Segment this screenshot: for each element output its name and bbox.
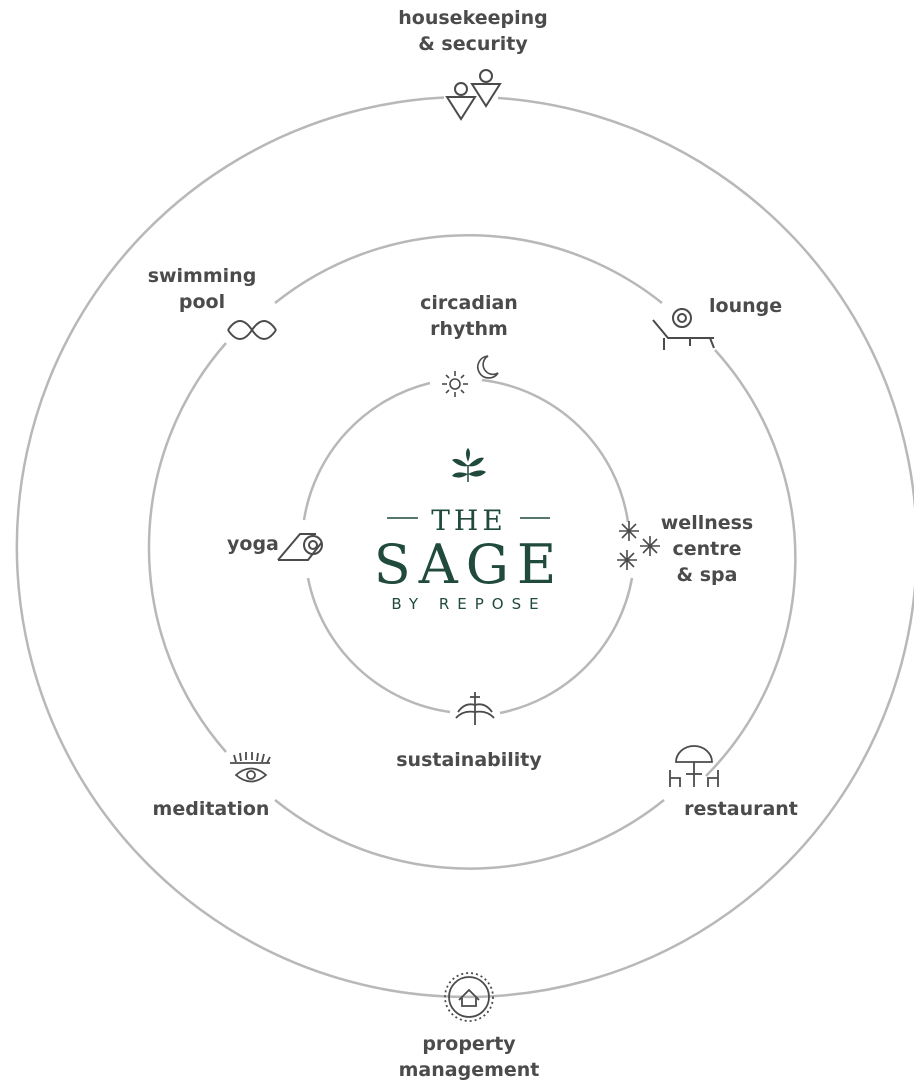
middle-ring — [147, 234, 797, 870]
label-swimming-pool: swimming pool — [147, 265, 257, 313]
logo-sage: SAGE — [374, 533, 565, 596]
yoga-mat-icon — [277, 533, 323, 561]
sun-moon-icon — [442, 355, 499, 397]
leaf-sprig-icon — [452, 448, 486, 482]
label-circadian-rhythm: circadian rhythm — [420, 292, 518, 340]
umbrella-table-icon — [669, 745, 719, 787]
label-meditation: meditation — [152, 798, 270, 820]
logo-the: THE — [431, 504, 507, 537]
sun-lounger-icon — [652, 308, 715, 350]
label-yoga: yoga — [227, 533, 279, 555]
label-housekeeping: housekeeping & security — [398, 7, 548, 55]
waves-icon — [227, 320, 277, 340]
label-lounge: lounge — [709, 295, 783, 317]
plant-icon — [455, 692, 495, 725]
label-property-management: property management — [398, 1033, 540, 1081]
sparkles-icon — [617, 521, 660, 570]
label-restaurant: restaurant — [684, 798, 798, 820]
eye-icon — [230, 752, 271, 783]
brand-logo: THE SAGE BY REPOSE — [374, 504, 565, 613]
label-sustainability: sustainability — [396, 749, 542, 771]
inner-ring — [302, 378, 634, 715]
people-triangles-icon — [445, 69, 502, 121]
house-badge-icon — [444, 972, 494, 1022]
logo-by-repose: BY REPOSE — [391, 595, 546, 613]
label-wellness: wellness centre & spa — [660, 512, 754, 586]
